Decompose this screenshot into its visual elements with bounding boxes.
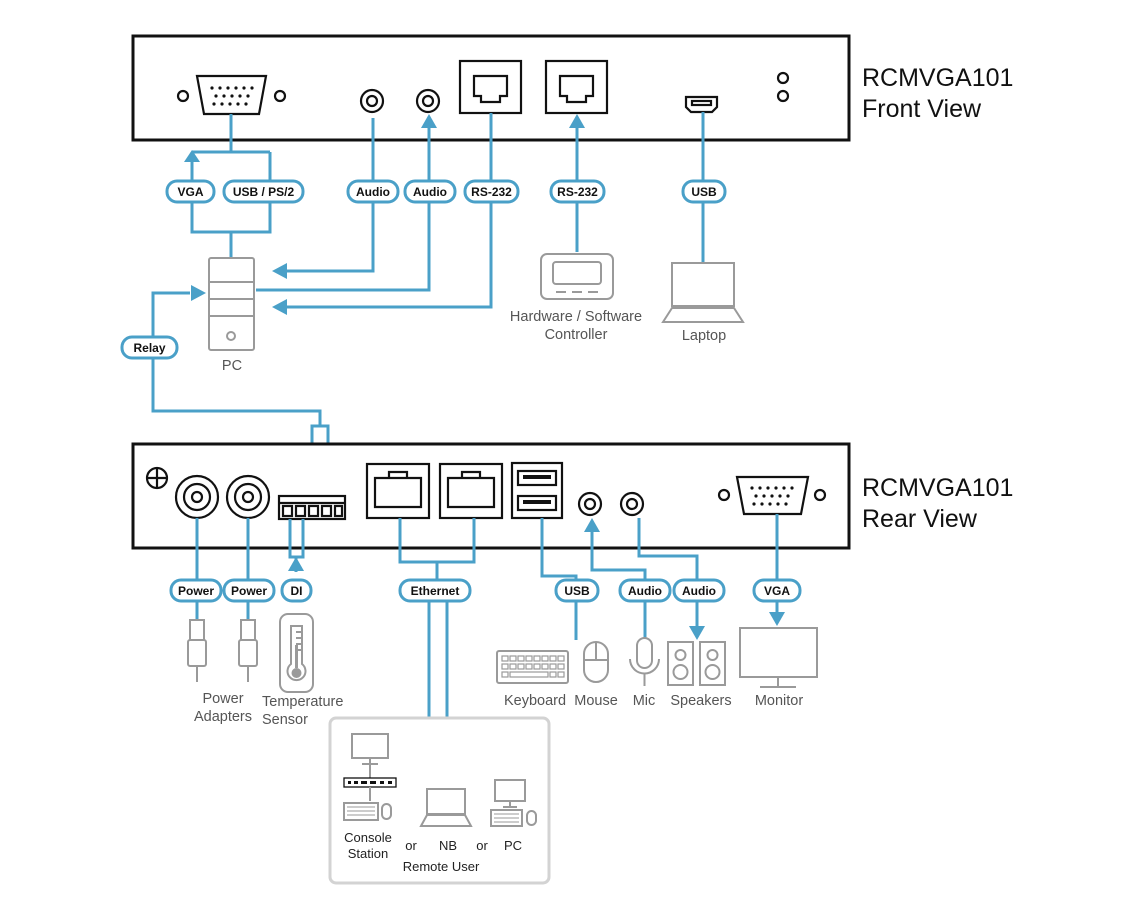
tag-usb-rear: USB — [554, 578, 600, 603]
rear-title: RCMVGA101 — [862, 474, 1013, 502]
tag-relay: Relay — [120, 335, 179, 360]
tag-audio-front-2: Audio — [403, 179, 457, 204]
ground-screw-icon — [145, 466, 169, 490]
rear-cables — [195, 514, 785, 718]
tag-audio-rear-1: Audio — [618, 578, 672, 603]
front-audio-jack-icon — [359, 88, 385, 114]
pc-tower-icon — [208, 257, 255, 351]
svg-text:DI: DI — [291, 584, 303, 598]
svg-text:RS-232: RS-232 — [557, 185, 598, 199]
tag-ethernet: Ethernet — [398, 578, 472, 603]
front-led-icon — [776, 71, 790, 85]
rear-audio-jack-icon — [619, 491, 645, 517]
front-audio-jack-icon — [415, 88, 441, 114]
svg-text:Audio: Audio — [413, 185, 447, 199]
rear-subtitle: Rear View — [862, 505, 978, 533]
laptop-icon — [661, 262, 745, 323]
svg-text:VGA: VGA — [764, 584, 790, 598]
svg-text:Audio: Audio — [356, 185, 390, 199]
tag-audio-front-1: Audio — [346, 179, 400, 204]
tag-power-1: Power — [169, 578, 223, 603]
remote-pc-icon — [490, 779, 537, 827]
pc-label: PC — [222, 358, 242, 374]
tag-usb-front: USB — [681, 179, 727, 204]
controller-label: Controller — [545, 327, 608, 343]
ethernet-port-icon — [438, 462, 504, 520]
svg-text:RS-232: RS-232 — [471, 185, 512, 199]
svg-text:VGA: VGA — [177, 185, 203, 199]
controller-icon — [540, 253, 614, 300]
mouse-icon — [583, 641, 609, 683]
svg-text:Ethernet: Ethernet — [411, 584, 460, 598]
front-title: RCMVGA101 — [862, 64, 1013, 92]
rear-unit — [131, 442, 851, 550]
ethernet-port-icon — [365, 462, 431, 520]
tag-rs232-2: RS-232 — [549, 179, 606, 204]
tag-audio-rear-2: Audio — [672, 578, 726, 603]
monitor-icon — [739, 627, 818, 688]
power-adapter-plug-icon — [187, 619, 207, 682]
nb-laptop-icon — [419, 788, 473, 827]
remote-user-caption: Remote User — [403, 859, 480, 874]
keyboard-label: Keyboard — [504, 693, 566, 709]
mic-icon — [629, 637, 660, 686]
console-monitor-icon — [351, 733, 389, 778]
usb-ports-icon — [510, 461, 564, 520]
tag-di: DI — [280, 578, 313, 603]
speakers-icon — [667, 641, 726, 686]
monitor-label: Monitor — [755, 693, 804, 709]
front-led-icon — [776, 89, 790, 103]
tag-vga-rear: VGA — [752, 578, 802, 603]
console-unit-icon — [343, 777, 397, 801]
mouse-label: Mouse — [574, 693, 618, 709]
remote-user-panel: Console Station or NB or PC Remote User — [328, 716, 551, 885]
tag-vga-front: VGA — [165, 179, 216, 204]
keyboard-icon — [496, 650, 569, 684]
terminal-block-icon — [277, 494, 347, 521]
power-adapters-label: Adapters — [194, 709, 252, 725]
controller-label: Hardware / Software — [510, 309, 642, 325]
svg-text:Power: Power — [231, 584, 267, 598]
laptop-label: Laptop — [682, 328, 726, 344]
svg-text:Power: Power — [178, 584, 214, 598]
nb-label: NB — [439, 838, 457, 853]
speakers-label: Speakers — [670, 693, 731, 709]
tag-rs232-1: RS-232 — [463, 179, 520, 204]
or-label: or — [476, 838, 488, 853]
svg-text:Relay: Relay — [133, 341, 165, 355]
svg-text:USB: USB — [564, 584, 590, 598]
rear-vga-port-icon — [717, 475, 827, 516]
svg-text:Audio: Audio — [628, 584, 662, 598]
tag-usb-ps2: USB / PS/2 — [222, 179, 305, 204]
console-station-label: Station — [348, 846, 388, 861]
temperature-sensor-icon — [279, 613, 314, 693]
remote-pc-label: PC — [504, 838, 522, 853]
front-usb-port-icon — [684, 95, 719, 114]
or-label: or — [405, 838, 417, 853]
temperature-sensor-label: Sensor — [262, 712, 308, 728]
temperature-sensor-label: Temperature — [262, 694, 343, 710]
power-adapters-label: Power — [202, 691, 243, 707]
svg-text:USB / PS/2: USB / PS/2 — [233, 185, 295, 199]
rear-audio-jack-icon — [577, 491, 603, 517]
svg-text:Audio: Audio — [682, 584, 716, 598]
power-adapter-plug-icon — [238, 619, 258, 682]
front-subtitle: Front View — [862, 95, 982, 123]
tag-power-2: Power — [222, 578, 276, 603]
front-rs232-port-icon — [544, 59, 609, 115]
front-vga-port-icon — [176, 74, 287, 116]
console-station-label: Console — [344, 830, 392, 845]
svg-text:USB: USB — [691, 185, 717, 199]
console-keyboard-mouse-icon — [343, 802, 392, 821]
mic-label: Mic — [633, 693, 656, 709]
